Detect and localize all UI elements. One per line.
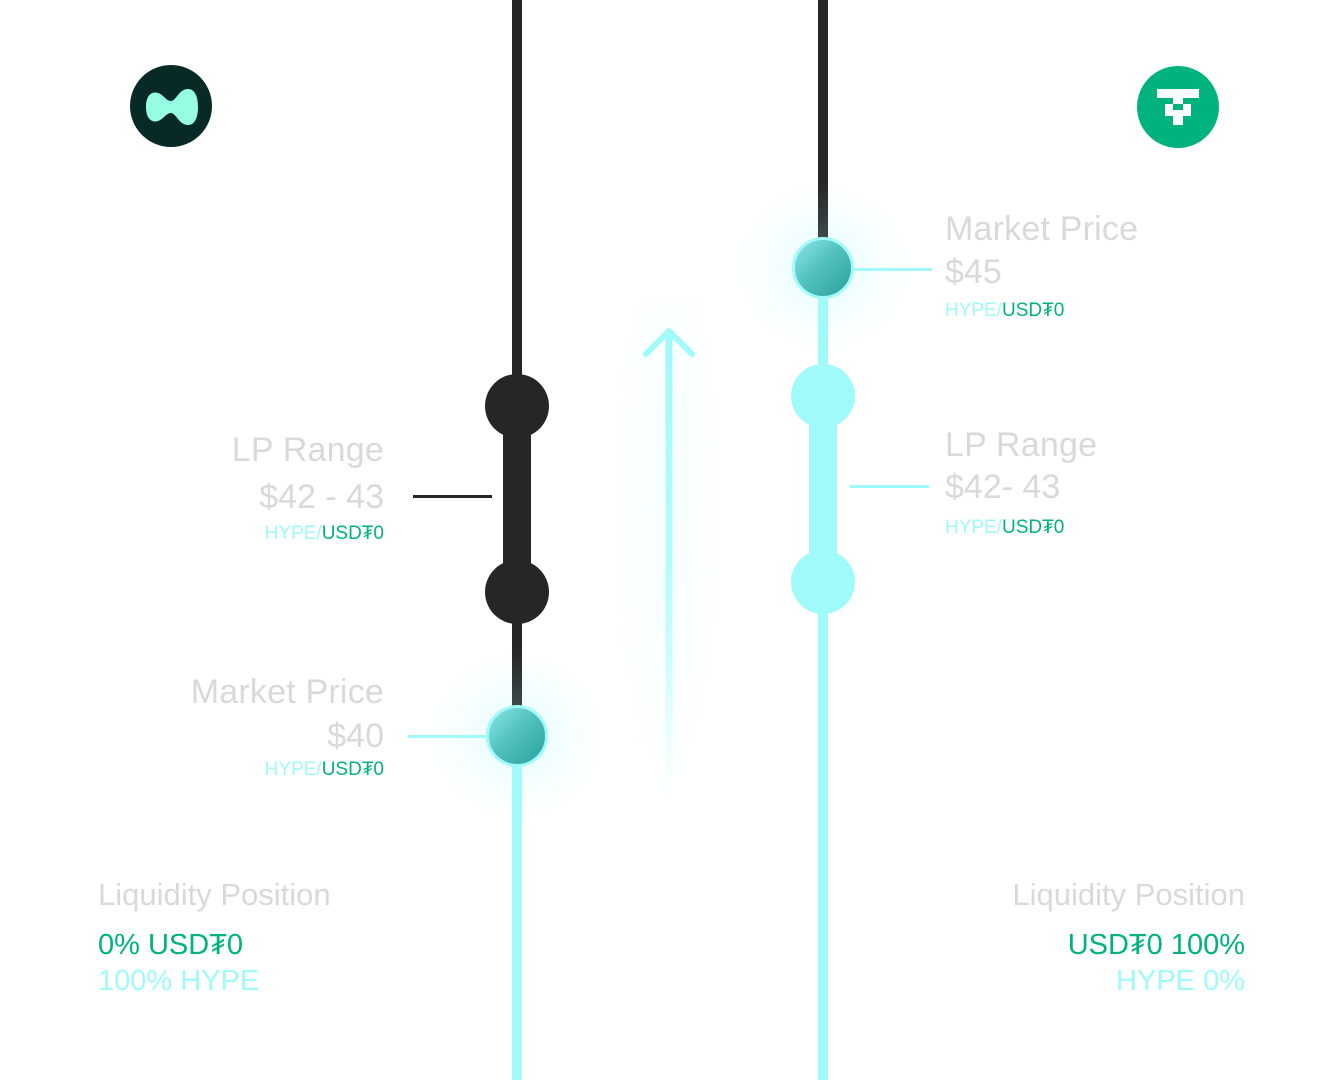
left-lp-range-lower-handle[interactable] [485, 560, 549, 624]
right-lp-range-connector [850, 485, 929, 488]
pair-quote: USD₮0 [321, 523, 384, 544]
right-liquidity-hype: HYPE 0% [1116, 965, 1245, 997]
left-liquidity-usdt0: 0% USD₮0 [98, 929, 244, 961]
pair-base: HYPE [264, 759, 317, 780]
left-market-price-value: $40 [327, 717, 384, 755]
pair-separator: / [316, 759, 322, 780]
right-liquidity-title: Liquidity Position [1012, 877, 1245, 912]
right-market-price-marker[interactable] [792, 237, 854, 299]
left-liquidity-hype: 100% HYPE [98, 965, 260, 997]
left-market-price-pair: HYPE/USD₮0 [265, 759, 384, 781]
pair-base: HYPE [945, 300, 997, 321]
left-lp-range-title: LP Range [231, 431, 384, 469]
right-market-price-title: Market Price [945, 210, 1139, 248]
right-market-price-value: $45 [945, 253, 1002, 291]
pair-separator: / [996, 517, 1003, 538]
pair-quote: USD₮0 [321, 759, 384, 780]
right-liquidity-usdt0: USD₮0 100% [1067, 929, 1245, 961]
left-rail-upper [512, 0, 522, 736]
right-market-price-pair: HYPE/USD₮0 [945, 300, 1064, 322]
left-market-price-connector [408, 735, 488, 738]
usdt0-logo-icon [1137, 66, 1219, 148]
left-lp-range-value: $42 - 43 [259, 478, 384, 516]
left-liquidity-title: Liquidity Position [98, 877, 331, 912]
left-lp-range-connector [413, 495, 492, 498]
pair-quote: USD₮0 [1002, 300, 1065, 321]
left-lp-range-upper-handle[interactable] [485, 374, 549, 438]
right-lp-range-value: $42- 43 [945, 468, 1061, 506]
right-lp-range-pair: HYPE/USD₮0 [945, 517, 1064, 539]
pair-base: HYPE [945, 517, 997, 538]
right-market-price-connector [854, 268, 932, 271]
right-rail-upper [818, 0, 828, 268]
arrow-up-icon [638, 320, 700, 800]
right-lp-range-upper-handle[interactable] [791, 364, 855, 428]
pair-separator: / [996, 300, 1003, 321]
pair-base: HYPE [264, 523, 317, 544]
right-lp-range-title: LP Range [945, 426, 1098, 464]
left-rail-lower [512, 736, 522, 1080]
pair-separator: / [316, 523, 322, 544]
right-rail-lower [818, 268, 828, 1080]
right-lp-range-lower-handle[interactable] [791, 550, 855, 614]
pair-quote: USD₮0 [1002, 517, 1065, 538]
left-lp-range-pair: HYPE/USD₮0 [265, 523, 384, 545]
left-market-price-title: Market Price [190, 673, 384, 711]
left-market-price-marker[interactable] [486, 705, 548, 767]
hyperliquid-logo-icon [130, 65, 212, 147]
